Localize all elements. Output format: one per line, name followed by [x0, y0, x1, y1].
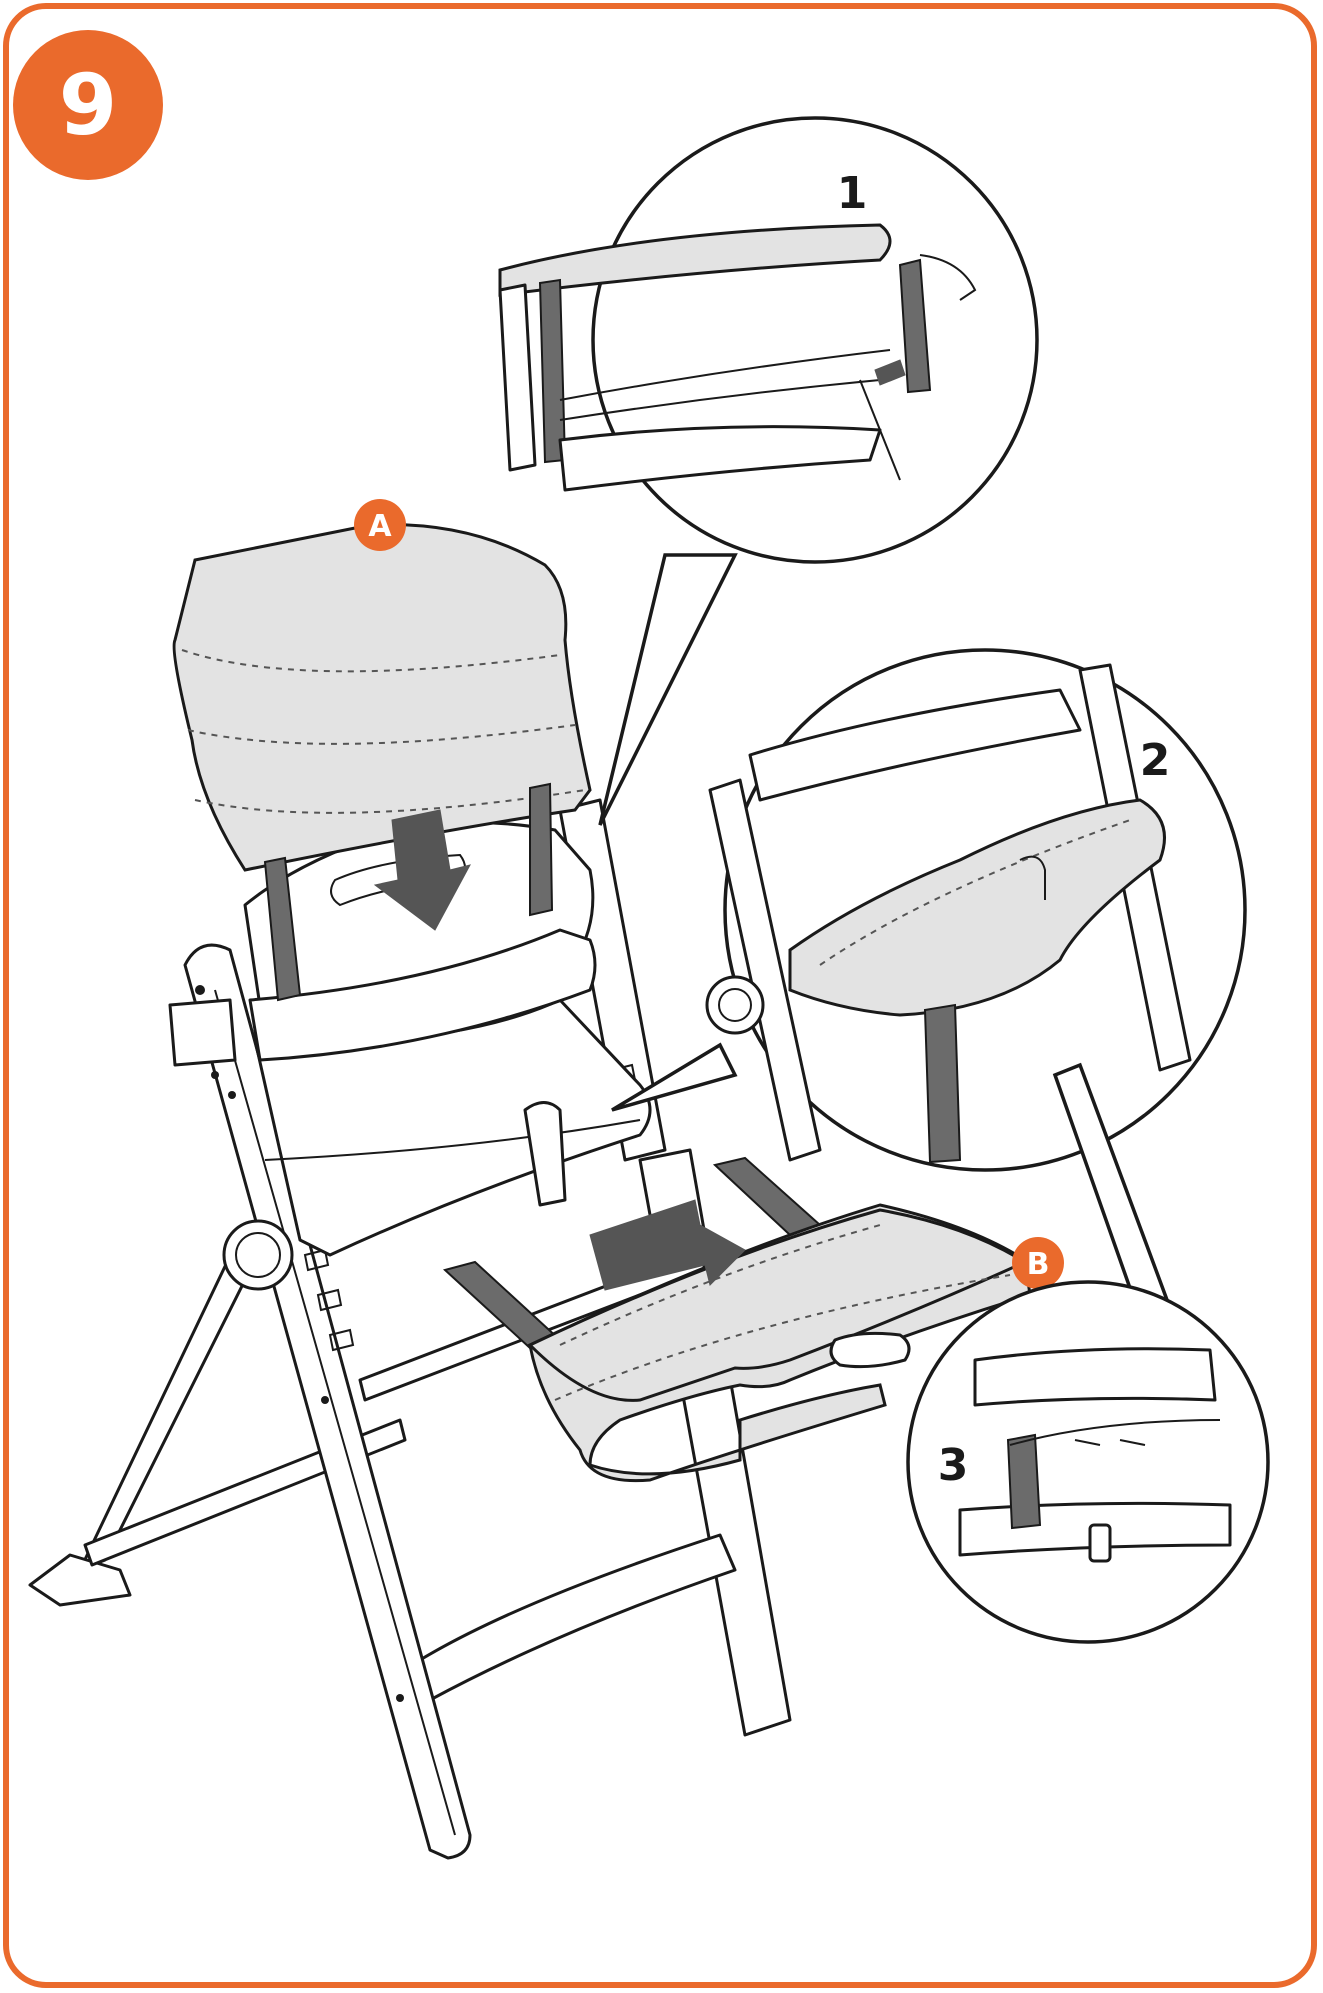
detail-3-label: 3: [938, 1440, 969, 1491]
front-upright-inner: [214, 989, 456, 1836]
detail-2: 2: [611, 648, 1247, 1172]
detail-1-pointer: [598, 553, 738, 826]
crotch-post: [523, 1101, 567, 1207]
screws: [195, 985, 404, 1702]
detail-1-label: 1: [837, 168, 868, 219]
step-number: 9: [59, 56, 117, 154]
detail-2-pointer: [611, 1042, 738, 1112]
callout-a-label: A: [368, 509, 392, 544]
rear-foot: [28, 1553, 132, 1607]
seat-pad-top: [527, 1208, 1029, 1402]
back-pad-shape: [172, 523, 592, 872]
page-frame: [3, 3, 1317, 1988]
insert-arrow-left: [589, 1199, 746, 1291]
hinge-knob: [222, 1219, 294, 1291]
seat-guard: [248, 928, 597, 1062]
side-bracket: [168, 998, 237, 1067]
callout-b-label: B: [1027, 1247, 1050, 1282]
detail-2-label: 2: [1140, 735, 1171, 786]
seat-pad-b: [442, 1156, 1032, 1483]
back-pad-strap-left: [263, 856, 302, 1002]
footrest: [418, 1533, 737, 1702]
insert-arrow-down: [373, 809, 471, 931]
callout-b-circle: [1012, 1237, 1064, 1289]
seat-pad-strap-back: [712, 1156, 822, 1237]
callout-a: A: [354, 499, 406, 551]
seat-pad-slot: [829, 1331, 911, 1369]
detail-1-lens: [591, 116, 1039, 564]
detail-3: 3: [906, 1062, 1270, 1644]
back-pad-strap-right: [529, 782, 554, 917]
seat-tray-rim: [264, 1119, 641, 1161]
step-badge-circle: [13, 30, 163, 180]
callout-a-circle: [354, 499, 406, 551]
detail-1: 1: [498, 116, 1039, 826]
callout-b: B: [1012, 1237, 1064, 1289]
back-pad-a: [172, 523, 592, 1002]
step-badge: 9: [13, 30, 163, 180]
